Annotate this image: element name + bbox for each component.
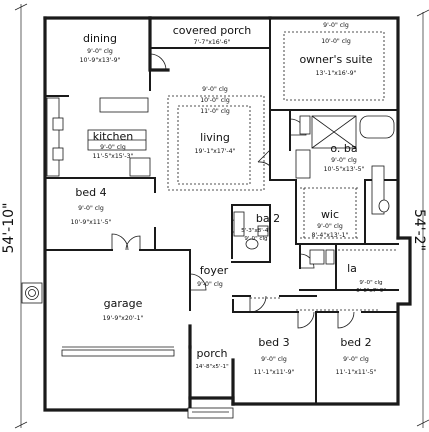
room-wic: wic 9'-0" clg 8'-4"x13'-1"	[312, 208, 349, 239]
size-bath2: 5'-3"x8'-4"	[241, 228, 271, 234]
ceiling-living-3: 11'-0" clg	[200, 108, 230, 115]
dimension-left: 54'-10"	[1, 3, 28, 429]
room-porch: porch 14'-8"x5'-1"	[195, 347, 229, 370]
room-name-bed4: bed 4	[75, 186, 106, 199]
ceiling-kitchen: 9'-0" clg	[100, 144, 126, 151]
room-name-owners-bath: o. ba	[330, 142, 357, 155]
size-bed3: 11'-1"x11'-9"	[254, 369, 295, 376]
ceiling-owners-suite-1: 9'-0" clg	[323, 22, 349, 29]
ceiling-bed4: 9'-0" clg	[78, 205, 104, 212]
ceiling-living-2: 10'-0" clg	[200, 97, 230, 104]
overall-dimension-left: 54'-10"	[1, 203, 17, 254]
size-laundry: 6'-6"x7'-9"	[356, 288, 386, 294]
living-ceiling-trey	[167, 95, 265, 191]
size-living: 19'-1"x17'-4"	[195, 148, 236, 155]
owner-bath-fixtures	[295, 115, 395, 215]
room-bed2: bed 2 9'-0" clg 11'-1"x11'-5"	[336, 336, 377, 376]
overall-dimension-right: 54'-2"	[411, 209, 427, 251]
ceiling-bed2: 9'-0" clg	[343, 356, 369, 363]
room-bed3: bed 3 9'-0" clg 11'-1"x11'-9"	[254, 336, 295, 376]
ceiling-bed3: 9'-0" clg	[261, 356, 287, 363]
room-name-porch: porch	[196, 347, 227, 360]
owners-suite-trey	[283, 31, 385, 101]
interior-walls	[44, 69, 399, 405]
kitchen-fixtures	[46, 97, 151, 177]
wic-shelving	[300, 187, 360, 239]
room-name-laundry: la	[347, 262, 357, 275]
room-owners-suite: 9'-0" clg 10'-0" clg owner's suite 13'-1…	[299, 22, 372, 77]
ac-condenser-icon	[21, 282, 43, 304]
ceiling-owners-suite-2: 10'-0" clg	[321, 38, 351, 45]
ceiling-bath2: 9'-0" clg	[244, 236, 268, 242]
porch-posts	[187, 407, 234, 419]
closets	[250, 297, 380, 311]
size-kitchen: 11'-5"x15'-3"	[93, 153, 134, 160]
room-dining: dining 9'-0" clg 10'-9"x13'-9"	[80, 32, 121, 64]
room-bath2: ba 2 5'-3"x8'-4" 9'-0" clg	[241, 212, 280, 242]
room-name-bed2: bed 2	[340, 336, 371, 349]
size-garage: 19'-9"x20'-1"	[103, 315, 144, 322]
room-name-wic: wic	[321, 208, 339, 221]
room-owners-bath: o. ba 9'-0" clg 10'-5"x13'-5"	[324, 142, 365, 173]
size-bed2: 11'-1"x11'-5"	[336, 369, 377, 376]
dimension-right: 54'-2"	[411, 9, 429, 428]
size-porch: 14'-8"x5'-1"	[195, 364, 229, 370]
room-laundry: la 9'-0" clg 6'-6"x7'-9"	[347, 262, 386, 294]
size-dining: 10'-9"x13'-9"	[80, 57, 121, 64]
room-living: 9'-0" clg 10'-0" clg 11'-0" clg living 1…	[195, 86, 236, 155]
size-owners-bath: 10'-5"x13'-5"	[324, 166, 365, 173]
room-name-bed3: bed 3	[258, 336, 289, 349]
size-bed4: 10'-9"x11'-5"	[71, 219, 112, 226]
room-name-dining: dining	[83, 32, 117, 45]
room-garage: garage 19'-9"x20'-1"	[103, 297, 144, 322]
room-name-bath2: ba 2	[256, 212, 280, 225]
room-name-covered-porch: covered porch	[173, 24, 252, 37]
ceiling-foyer: 9'-0" clg	[197, 281, 223, 288]
room-name-garage: garage	[104, 297, 143, 310]
size-wic: 8'-4"x13'-1"	[312, 232, 349, 239]
room-name-owners-suite: owner's suite	[299, 53, 372, 66]
covered-porch-outline	[149, 17, 271, 181]
door-swings	[111, 53, 355, 329]
ceiling-wic: 9'-0" clg	[317, 223, 343, 230]
room-name-living: living	[200, 131, 230, 144]
ceiling-dining: 9'-0" clg	[87, 48, 113, 55]
room-name-kitchen: kitchen	[93, 130, 134, 143]
size-owners-suite: 13'-1"x16'-9"	[316, 70, 357, 77]
ceiling-owners-bath: 9'-0" clg	[331, 157, 357, 164]
room-kitchen: kitchen 9'-0" clg 11'-5"x15'-3"	[93, 130, 134, 160]
garage-door	[61, 346, 175, 357]
room-covered-porch: covered porch 7'-7"x16'-6"	[173, 24, 252, 46]
ceiling-living-1: 9'-0" clg	[202, 86, 228, 93]
ceiling-laundry: 9'-0" clg	[359, 280, 383, 286]
room-name-foyer: foyer	[200, 264, 229, 277]
bath2-fixtures	[233, 211, 269, 250]
laundry-fixtures	[309, 249, 396, 265]
size-covered-porch: 7'-7"x16'-6"	[194, 39, 231, 46]
room-bed4: bed 4 9'-0" clg 10'-9"x11'-5"	[71, 186, 112, 226]
room-foyer: foyer 9'-0" clg	[197, 264, 229, 288]
